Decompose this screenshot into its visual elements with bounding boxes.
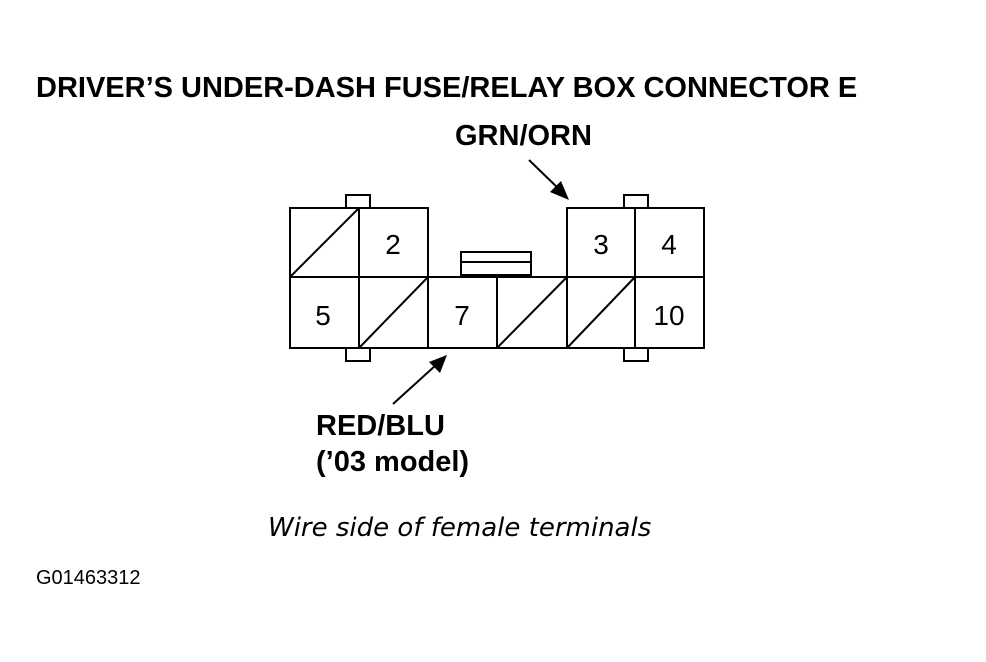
empty-cavity-8 [496,276,568,349]
wire-model-note: (’03 model) [316,446,470,478]
leader-line-grn-orn [528,159,562,192]
arrowhead-red-blu [429,355,447,373]
diagram-caption: Wire side of female terminals [268,513,652,543]
wire-label-red-blu: RED/BLU [316,410,445,442]
arrowhead-grn-orn [550,181,569,200]
lock-tab-bottom-right [623,347,649,362]
pin-2: 2 [385,229,401,260]
leader-line-red-blu [392,364,437,405]
pin-5: 5 [315,300,331,331]
pin-7: 7 [454,300,470,331]
empty-cavity-1 [289,207,360,278]
empty-cavity-9 [566,276,636,349]
pin-4: 4 [661,229,677,260]
center-latch [460,251,532,276]
diagram-title: DRIVER’S UNDER-DASH FUSE/RELAY BOX CONNE… [36,72,858,104]
wire-label-grn-orn: GRN/ORN [455,120,592,152]
pin-10: 10 [653,300,684,331]
lock-tab-top-right [623,194,649,209]
pin-3: 3 [593,229,609,260]
empty-cavity-6 [358,276,429,349]
lock-tab-top-left [345,194,371,209]
figure-id: G01463312 [36,567,141,589]
lock-tab-bottom-left [345,347,371,362]
